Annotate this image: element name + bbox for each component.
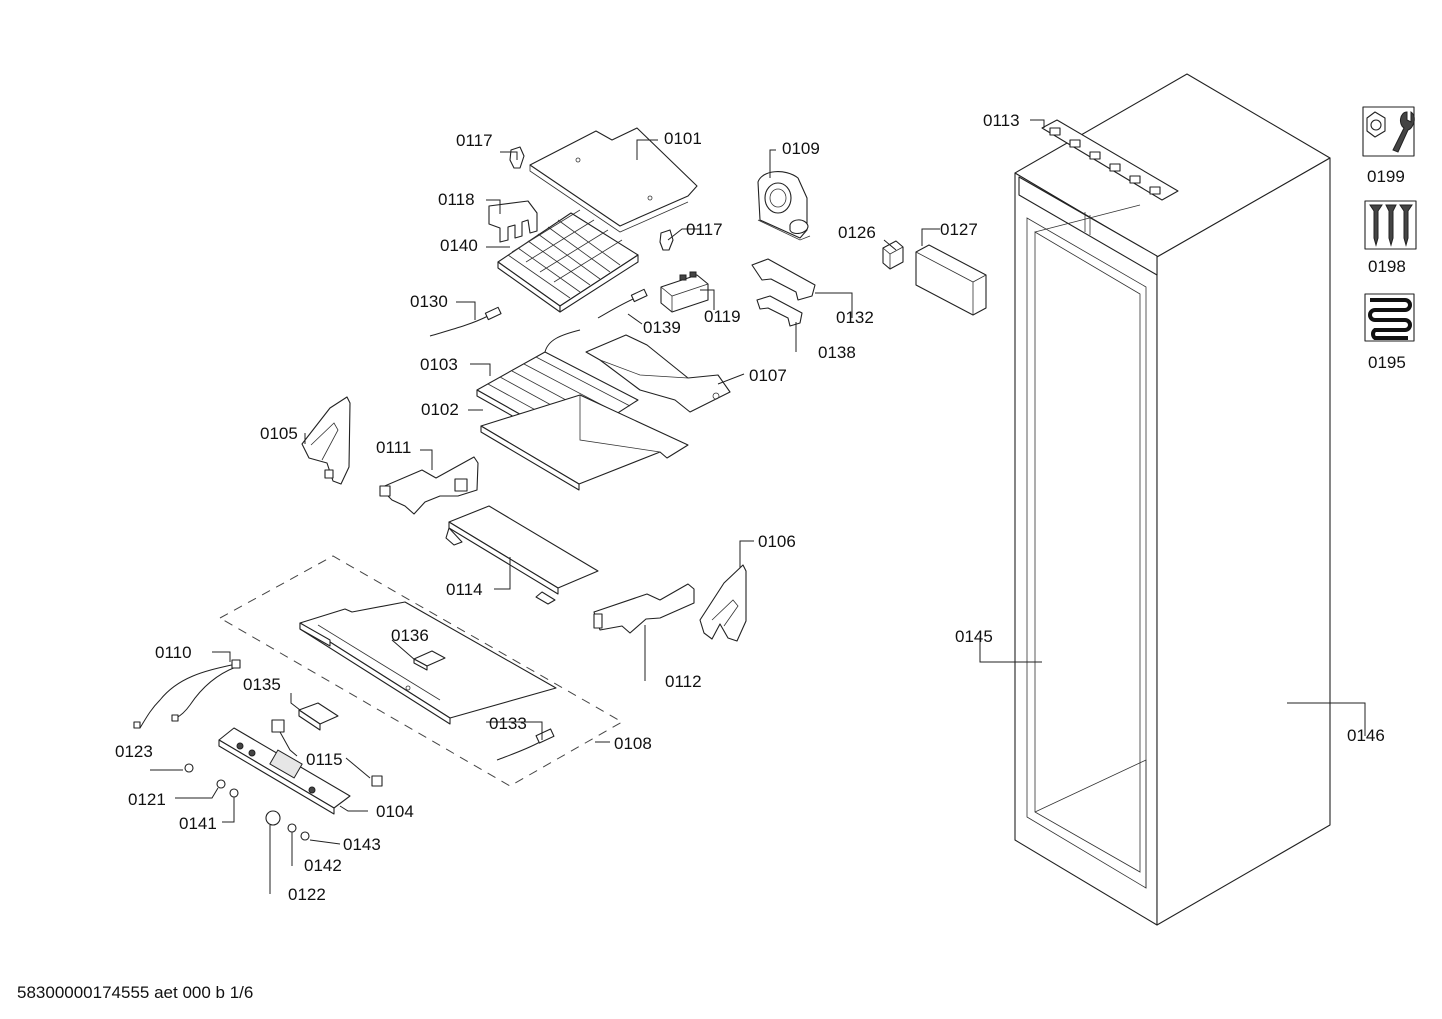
label-0119: 0119 (704, 307, 741, 326)
label-0105: 0105 (260, 424, 298, 443)
cabinet-housing (1014, 73, 1331, 926)
part-0104-control-panel (218, 727, 351, 815)
part-0132-handle (751, 258, 816, 301)
label-0145: 0145 (955, 627, 993, 646)
part-0101-cover (529, 127, 698, 233)
label-0101: 0101 (664, 129, 702, 148)
wrench-nut-icon (1362, 106, 1415, 157)
label-0114: 0114 (446, 580, 483, 599)
label-0110: 0110 (155, 643, 192, 662)
part-0106-bracket (699, 564, 747, 642)
part-0133-sensor (496, 728, 555, 761)
part-0111-bracket (379, 456, 479, 515)
label-0198: 0198 (1368, 257, 1406, 276)
drawing-id: 58300000174555 aet 000 b 1/6 (17, 983, 253, 1002)
part-0121-knob (216, 779, 226, 789)
callout-labels: 0117 0101 0118 0117 0140 0130 0139 0119 … (115, 111, 1406, 904)
label-0141: 0141 (179, 814, 217, 833)
leader-lines (150, 119, 1366, 894)
label-0108: 0108 (614, 734, 652, 753)
label-0127: 0127 (940, 220, 978, 239)
part-0142-knob (287, 823, 297, 833)
part-0117-clip-b (659, 229, 674, 251)
part-0109-fan (757, 171, 811, 241)
label-0143: 0143 (343, 835, 381, 854)
part-0114-rail (445, 505, 599, 605)
label-0106: 0106 (758, 532, 796, 551)
label-0126: 0126 (838, 223, 876, 242)
label-0118: 0118 (438, 190, 475, 209)
label-0113: 0113 (983, 111, 1020, 130)
part-0108-assembly-outline (218, 555, 624, 787)
part-0107-duct (585, 334, 731, 413)
label-0122: 0122 (288, 885, 326, 904)
label-0121: 0121 (128, 790, 166, 809)
label-0117a: 0117 (456, 131, 493, 150)
label-0140: 0140 (440, 236, 478, 255)
label-0107: 0107 (749, 366, 787, 385)
part-0102-tray (480, 394, 689, 491)
part-0136-bracket (413, 650, 446, 671)
label-0139: 0139 (643, 318, 681, 337)
label-0104: 0104 (376, 802, 414, 821)
label-0146: 0146 (1347, 726, 1385, 745)
label-0130: 0130 (410, 292, 448, 311)
label-0195: 0195 (1368, 353, 1406, 372)
label-0123: 0123 (115, 742, 153, 761)
label-0117b: 0117 (686, 220, 723, 239)
part-0138-handle (756, 295, 803, 327)
part-0110-wire (133, 659, 241, 729)
label-0199: 0199 (1367, 167, 1405, 186)
part-0119-terminal (660, 271, 709, 313)
part-0126-switch (882, 240, 904, 270)
part-0118-bracket (488, 200, 538, 243)
part-0104b-clip (371, 775, 383, 787)
label-0136: 0136 (391, 626, 429, 645)
control-board-top (1041, 119, 1179, 201)
label-0111: 0111 (376, 438, 411, 457)
part-0135-bracket (298, 702, 339, 731)
label-0132: 0132 (836, 308, 874, 327)
part-0123-knob (184, 763, 194, 773)
part-0112-bracket (593, 583, 695, 634)
part-0140-evaporator (497, 209, 639, 313)
part-0115-clip (271, 719, 285, 733)
part-0127-panel (915, 244, 987, 316)
label-0138: 0138 (818, 343, 856, 362)
part-0141-knob (229, 788, 239, 798)
label-0112: 0112 (665, 672, 702, 691)
screws-icon (1364, 200, 1417, 250)
label-0102: 0102 (421, 400, 459, 419)
label-0142: 0142 (304, 856, 342, 875)
label-0135: 0135 (243, 675, 281, 694)
part-0143-knob (300, 831, 310, 841)
part-0139-sensor (597, 288, 648, 319)
label-0133: 0133 (489, 714, 527, 733)
label-0115: 0115 (306, 750, 343, 769)
heating-coil-icon (1364, 293, 1415, 342)
label-0109: 0109 (782, 139, 820, 158)
label-0103: 0103 (420, 355, 458, 374)
part-0130-sensor (429, 306, 502, 337)
part-0105-bracket (301, 396, 351, 485)
part-0122-knob (265, 810, 281, 826)
